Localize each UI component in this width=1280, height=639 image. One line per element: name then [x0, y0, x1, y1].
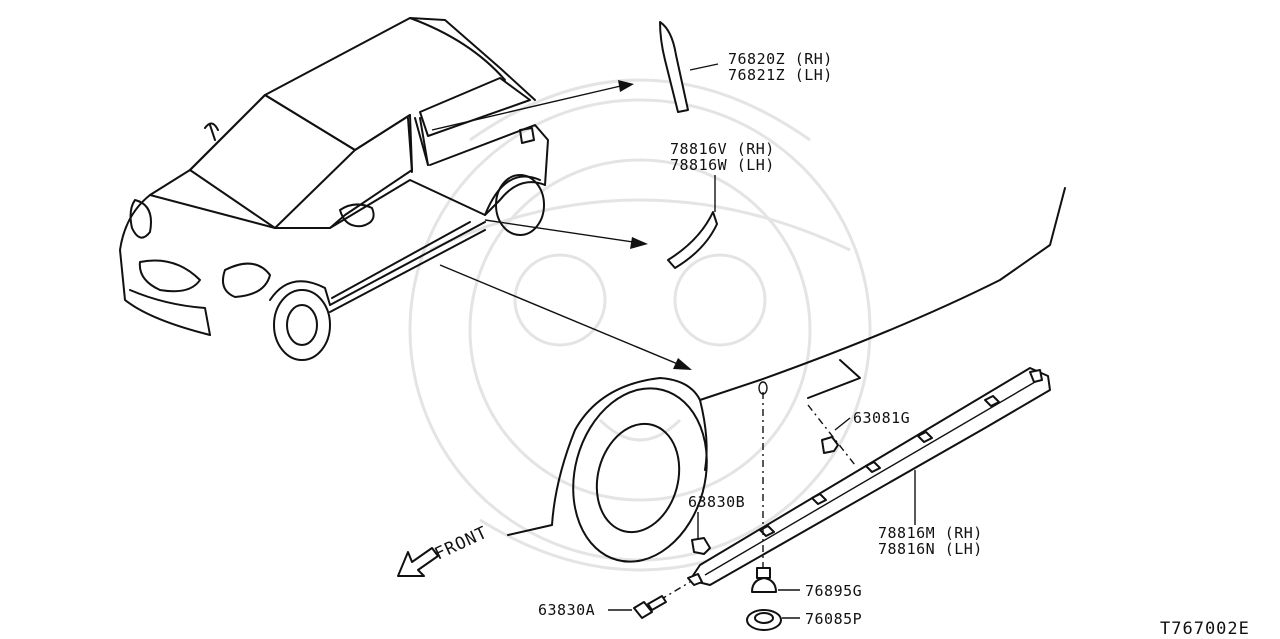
sill-molding-lh-label: 78816N (LH)	[878, 540, 983, 558]
clip-63081g-part	[821, 417, 851, 454]
clip-63081g-label: 63081G	[853, 409, 910, 427]
hole-marker	[758, 381, 768, 395]
enlarged-side-view	[507, 187, 1066, 563]
sill-molding-rh-label: 78816M (RH)	[878, 524, 983, 542]
wheel-arch-molding-lh-label: 78816W (LH)	[670, 156, 775, 174]
wheel-arch-molding-part	[667, 175, 718, 269]
pillar-finisher-part	[659, 21, 719, 113]
grommet-76085p-part	[746, 609, 800, 631]
diagram-code: T767002E	[1160, 619, 1250, 639]
grommet-76085p-label: 76085P	[805, 610, 862, 628]
wheel-arch-molding-rh-label: 78816V (RH)	[670, 140, 775, 158]
plug-76895g-label: 76895G	[805, 582, 862, 600]
centerline-clip	[807, 404, 856, 466]
pillar-finisher-rh-label: 76820Z (RH)	[728, 50, 833, 68]
screw-63830a-label: 63830A	[538, 601, 595, 619]
side-sill-molding-part	[687, 367, 1051, 586]
clip-63830b-label: 63830B	[688, 493, 745, 511]
leader-arrows	[431, 80, 692, 370]
front-label: FRONT	[432, 523, 491, 565]
plug-76895g-part	[751, 567, 800, 593]
centerline-screw	[659, 581, 691, 601]
clip-63830b-part	[691, 512, 711, 555]
watermark-emblem	[408, 78, 872, 572]
car-illustration	[119, 17, 549, 361]
screw-63830a-part	[608, 595, 667, 619]
pillar-finisher-lh-label: 76821Z (LH)	[728, 66, 833, 84]
front-direction-indicator: FRONT	[397, 523, 491, 577]
